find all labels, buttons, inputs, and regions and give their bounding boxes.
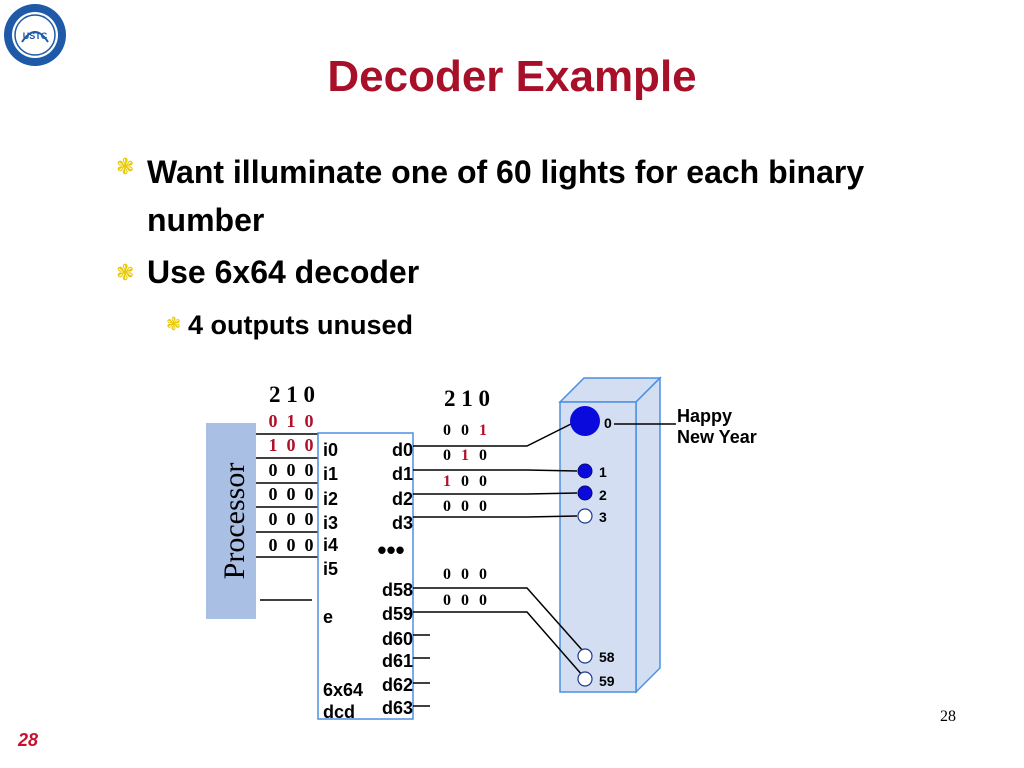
output-bit: 0: [461, 592, 469, 609]
output-bit: 0: [479, 447, 487, 464]
input-bit: 0: [269, 535, 278, 555]
output-bit: 0: [461, 422, 469, 439]
input-bit: 1: [269, 435, 278, 455]
decoder-box: [317, 432, 414, 720]
output-wires: [413, 420, 584, 707]
logo: USTC: [2, 2, 68, 68]
processor-box: [206, 423, 256, 619]
decoder-input-label: i1: [323, 464, 338, 484]
university-seal-icon: USTC: [4, 4, 66, 66]
slide-title: Decoder Example: [327, 52, 697, 101]
input-bit: 0: [305, 535, 314, 555]
output-bit: 0: [443, 566, 451, 583]
decoder-input-label: i2: [323, 489, 338, 509]
enable-label: e: [323, 607, 333, 627]
bullet-icon: ❃: [116, 154, 135, 179]
output-bit-rows: 0 0 1 0 1 0 1 0 0 0 0 0 0 0 0 0 0 0: [443, 422, 487, 609]
input-bit: 0: [287, 460, 296, 480]
output-bit: 0: [479, 566, 487, 583]
output-bit: 1: [479, 422, 487, 439]
input-bit: 0: [287, 535, 296, 555]
light-on: [577, 463, 593, 479]
decoder-output-label: d0: [392, 440, 413, 460]
light-off: [577, 671, 593, 687]
decoder-input-label: i3: [323, 513, 338, 533]
input-bit: 0: [269, 484, 278, 504]
callout-line2: New Year: [677, 427, 757, 447]
input-bit: 0: [269, 509, 278, 529]
ellipsis: •••: [377, 535, 404, 565]
output-bit: 0: [443, 592, 451, 609]
input-bit: 0: [287, 435, 296, 455]
light-panel: [558, 376, 662, 694]
decoder-output-label: d58: [382, 580, 413, 600]
sub-bullet-icon: ❃: [166, 314, 182, 334]
input-wires: [256, 433, 318, 601]
output-bit-header: 2 1 0: [444, 386, 490, 411]
light-label: 3: [599, 509, 607, 525]
decoder-output-labels: d0 d1 d2 d3 d58 d59 d60 d61 d62 d63: [382, 440, 413, 718]
light-on: [570, 406, 600, 436]
input-bit: 0: [287, 484, 296, 504]
output-bit: 1: [443, 473, 451, 490]
sub-bullet-item: 4 outputs unused: [188, 310, 413, 340]
input-bit: 0: [305, 509, 314, 529]
output-bit: 0: [461, 566, 469, 583]
decoder-input-label: i4: [323, 535, 338, 555]
decoder-output-label: d60: [382, 629, 413, 649]
decoder-input-label: i0: [323, 440, 338, 460]
output-bit: 0: [479, 473, 487, 490]
output-bit: 0: [479, 498, 487, 515]
output-bit: 0: [461, 473, 469, 490]
light-off: [577, 508, 593, 524]
light-label: 1: [599, 464, 607, 480]
light-label: 59: [599, 673, 615, 689]
bullet-item: Want illuminate one of 60 lights for eac…: [147, 154, 865, 238]
output-bit: 0: [461, 498, 469, 515]
input-bit: 0: [269, 460, 278, 480]
decoder-output-label: d3: [392, 513, 413, 533]
light-label: 0: [604, 415, 612, 431]
input-bit: 0: [305, 460, 314, 480]
light-label: 2: [599, 487, 607, 503]
logo-text: USTC: [23, 31, 48, 41]
decoder-output-label: d62: [382, 675, 413, 695]
output-bit: 0: [443, 422, 451, 439]
light-off: [577, 648, 593, 664]
callout-line1: Happy: [677, 406, 732, 426]
lights: [570, 406, 600, 687]
decoder-input-label: i5: [323, 559, 338, 579]
decoder-input-labels: i0 i1 i2 i3 i4 i5 e 6x64 dcd: [323, 440, 363, 722]
decoder-output-label: d63: [382, 698, 413, 718]
processor-label: Processor: [218, 463, 251, 580]
decoder-name-line1: 6x64: [323, 680, 363, 700]
input-bit: 1: [287, 411, 296, 431]
light-label: 58: [599, 649, 615, 665]
output-bit: 0: [479, 592, 487, 609]
decoder-name-line2: dcd: [323, 702, 355, 722]
decoder-output-label: d61: [382, 651, 413, 671]
light-on: [577, 485, 593, 501]
decoder-output-label: d59: [382, 604, 413, 624]
output-bit: 1: [461, 447, 469, 464]
input-bit: 0: [305, 411, 314, 431]
input-bit: 0: [287, 509, 296, 529]
input-bit-header: 2 1 0: [269, 382, 315, 407]
bullet-icon: ❃: [116, 260, 135, 285]
output-bit: 0: [443, 498, 451, 515]
slide-number: 28: [18, 730, 39, 750]
output-bit: 0: [443, 447, 451, 464]
page-number: 28: [940, 708, 956, 725]
input-bit: 0: [305, 484, 314, 504]
input-bit: 0: [305, 435, 314, 455]
decoder-output-label: d1: [392, 464, 413, 484]
light-labels: 0 1 2 3 58 59: [599, 415, 615, 689]
decoder-output-label: d2: [392, 489, 413, 509]
input-bit: 0: [269, 411, 278, 431]
bullet-item: Use 6x64 decoder: [147, 254, 420, 290]
input-bit-rows: 0 1 0 1 0 0 0 0 0 0 0 0 0 0 0 0 0 0: [269, 411, 314, 555]
